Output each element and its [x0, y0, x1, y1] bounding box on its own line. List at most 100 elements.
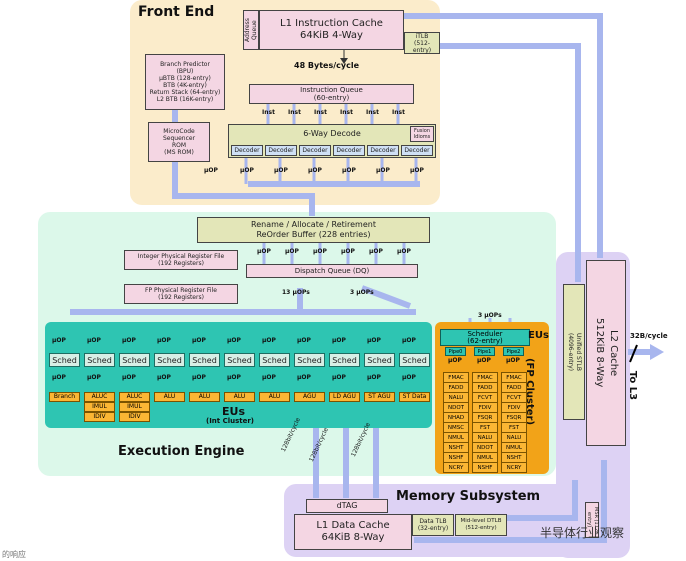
int-uop-bottom-9: μOP — [367, 374, 381, 381]
int-uop-bottom-8: μOP — [332, 374, 346, 381]
fp-eus-title: EUs — [528, 330, 549, 341]
int-unit-8-0: LD AGU — [329, 392, 360, 402]
pipe-0: Pipe0 — [445, 347, 466, 356]
microcode-rom: MicroCode Sequencer ROM (MS ROM) — [148, 122, 210, 162]
fp-unit-2-9: NCRY — [501, 462, 527, 473]
data-tlb: Data TLB (32-entry) — [412, 514, 454, 536]
inst-label-0: Inst — [262, 109, 275, 116]
decode-uop-3: μOP — [342, 167, 356, 174]
int-unit-10-0: ST Data — [399, 392, 430, 402]
int-uop-top-2: μOP — [122, 337, 136, 344]
int-unit-9-0: ST AGU — [364, 392, 395, 402]
fp-unit-1-9: NSHF — [472, 462, 498, 473]
int-rf-title: Integer Physical Register File — [137, 253, 225, 260]
branch-predictor: Branch Predictor (BPU) μBTB (128-entry) … — [145, 54, 225, 110]
int-unit-0: Branch — [49, 392, 80, 402]
execution-engine-title: Execution Engine — [118, 444, 245, 459]
int-unit-2-2: IDIV — [119, 412, 150, 422]
int-uop-top-1: μOP — [87, 337, 101, 344]
dtlb-title: Data TLB — [419, 518, 447, 525]
msrom-line-2: ROM — [171, 142, 187, 149]
int-uop-bottom-6: μOP — [262, 374, 276, 381]
rename-allocate-retirement: Rename / Allocate / Retirement ReOrder B… — [197, 217, 430, 243]
decoder-1: Decoder — [265, 145, 297, 156]
int-sched-5: Sched — [224, 353, 255, 367]
stlb-title: Unified STLB — [575, 333, 582, 371]
int-unit-4-0: ALU — [189, 392, 220, 402]
l1d-size: 64KiB 8-Way — [321, 532, 385, 543]
int-rf-size: (192 Registers) — [158, 260, 204, 267]
l2-size: 512KiB 8-Way — [594, 318, 605, 388]
rename-title: Rename / Allocate / Retirement — [251, 220, 376, 229]
fp-scheduler-title: Scheduler — [467, 329, 503, 338]
bpu-line-4: Return Stack (64-entry) — [149, 89, 221, 96]
unified-stlb: Unified STLB (4096-entry) — [563, 284, 585, 420]
footer-fragment: 的响应 — [2, 550, 26, 559]
int-uop-bottom-3: μOP — [157, 374, 171, 381]
fp-scheduler: Scheduler (62-entry) — [440, 329, 530, 346]
int-sched-4: Sched — [189, 353, 220, 367]
int-unit-2-1: IMUL — [119, 402, 150, 412]
rename-uop-3: μOP — [341, 248, 355, 255]
int-eus-title: EUs — [222, 405, 245, 418]
rob-size: ReOrder Buffer (228 entries) — [256, 230, 371, 239]
rename-uop-0: μOP — [257, 248, 271, 255]
int-sched-0: Sched — [49, 353, 80, 367]
int-unit-1-0: ALUC — [84, 392, 115, 402]
msrom-uop: μOP — [204, 167, 218, 174]
pipe-2: Pipe2 — [503, 347, 524, 356]
int-uop-top-0: μOP — [52, 337, 66, 344]
int-uop-top-7: μOP — [297, 337, 311, 344]
bpu-line-1: (BPU) — [176, 68, 194, 75]
to-l3: To L3 — [627, 370, 639, 401]
int-uop-top-6: μOP — [262, 337, 276, 344]
itlb: iTLB (512-entry) — [404, 32, 440, 54]
int-sched-2: Sched — [119, 353, 150, 367]
l2-title: L2 Cache — [608, 329, 619, 377]
fp-uop-0: μOP — [448, 357, 462, 364]
decoder-0: Decoder — [231, 145, 263, 156]
dtlb-size: (32-entry) — [417, 525, 449, 532]
int-sched-3: Sched — [154, 353, 185, 367]
int-unit-2-0: ALUC — [119, 392, 150, 402]
rename-uop-4: μOP — [369, 248, 383, 255]
inst-label-2: Inst — [314, 109, 327, 116]
decode-uop-4: μOP — [376, 167, 390, 174]
msrom-line-3: (MS ROM) — [164, 149, 194, 156]
instruction-queue: Instruction Queue (60-entry) — [249, 84, 414, 104]
mid-dtlb-title: Mid-level DTLB — [460, 518, 502, 524]
int-unit-8: LD AGU — [329, 392, 360, 402]
int-unit-9: ST AGU — [364, 392, 395, 402]
l1d-title: L1 Data Cache — [316, 520, 390, 531]
mid-level-dtlb: Mid-level DTLB (512-entry) — [455, 514, 507, 536]
decode-uop-2: μOP — [308, 167, 322, 174]
iq-size: (60-entry) — [313, 94, 350, 102]
int-unit-7-0: AGU — [294, 392, 325, 402]
int-sched-9: Sched — [364, 353, 395, 367]
dtag: dTAG — [306, 499, 388, 513]
l3-bandwidth: 32B/cycle — [630, 332, 668, 340]
int-sched-8: Sched — [329, 353, 360, 367]
int-uop-bottom-0: μOP — [52, 374, 66, 381]
int-uop-top-4: μOP — [192, 337, 206, 344]
decoder-4: Decoder — [367, 145, 399, 156]
decoder-2: Decoder — [299, 145, 331, 156]
itlb-title: iTLB — [415, 32, 429, 40]
rename-uop-5: μOP — [397, 248, 411, 255]
decoder-5: Decoder — [401, 145, 433, 156]
int-unit-7: AGU — [294, 392, 325, 402]
int-uop-bottom-5: μOP — [227, 374, 241, 381]
int-sched-6: Sched — [259, 353, 290, 367]
int-uop-top-3: μOP — [157, 337, 171, 344]
int-sched-1: Sched — [84, 353, 115, 367]
int-unit-1-2: IDIV — [84, 412, 115, 422]
decode-uop-0: μOP — [240, 167, 254, 174]
inst-label-4: Inst — [366, 109, 379, 116]
dispatch-queue: Dispatch Queue (DQ) — [246, 264, 418, 278]
stlb-size: (4096-entry) — [567, 333, 574, 371]
rename-uop-1: μOP — [285, 248, 299, 255]
int-uop-bottom-2: μOP — [122, 374, 136, 381]
int-sched-10: Sched — [399, 353, 430, 367]
